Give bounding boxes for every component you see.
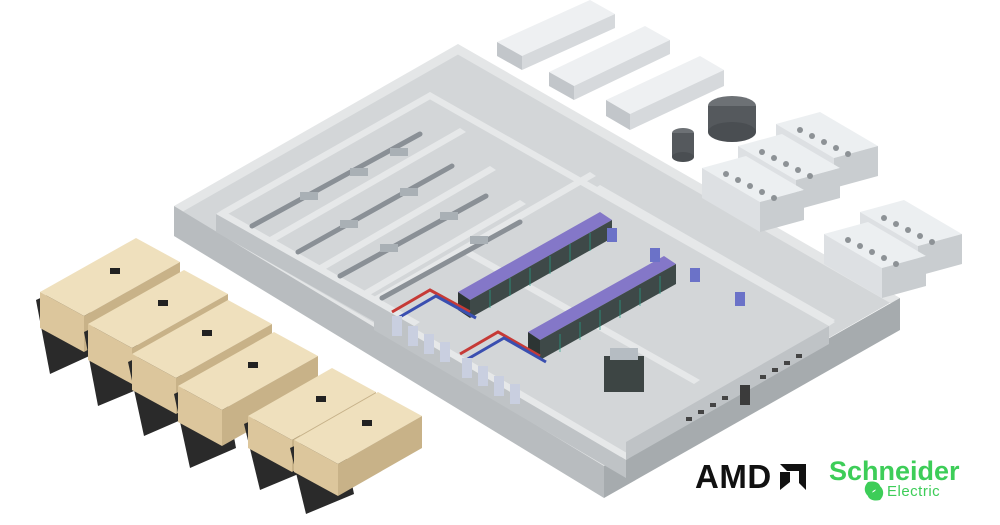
wall-north-west xyxy=(174,44,466,212)
windows xyxy=(686,354,802,421)
chiller-1 xyxy=(497,0,615,70)
fan-grilles xyxy=(723,127,935,267)
fan-coolers xyxy=(702,112,962,298)
busway-boxes xyxy=(300,148,488,252)
chillers xyxy=(497,0,724,130)
wall-north-east xyxy=(450,44,900,304)
water-tanks xyxy=(672,96,756,162)
wall-south-east-face xyxy=(604,298,900,498)
generator-6 xyxy=(290,392,422,514)
equipment-skid xyxy=(604,348,644,392)
chiller-2 xyxy=(549,26,670,100)
chiller-3 xyxy=(606,56,724,130)
generators xyxy=(36,238,422,514)
busway-rows xyxy=(249,131,523,301)
exterior-door xyxy=(740,385,750,405)
cdu-units xyxy=(392,316,520,404)
doors xyxy=(607,228,745,306)
building xyxy=(174,44,900,498)
pipework xyxy=(391,288,547,364)
wall-south-west-face xyxy=(174,206,604,498)
rack-grid-lines xyxy=(489,233,661,352)
